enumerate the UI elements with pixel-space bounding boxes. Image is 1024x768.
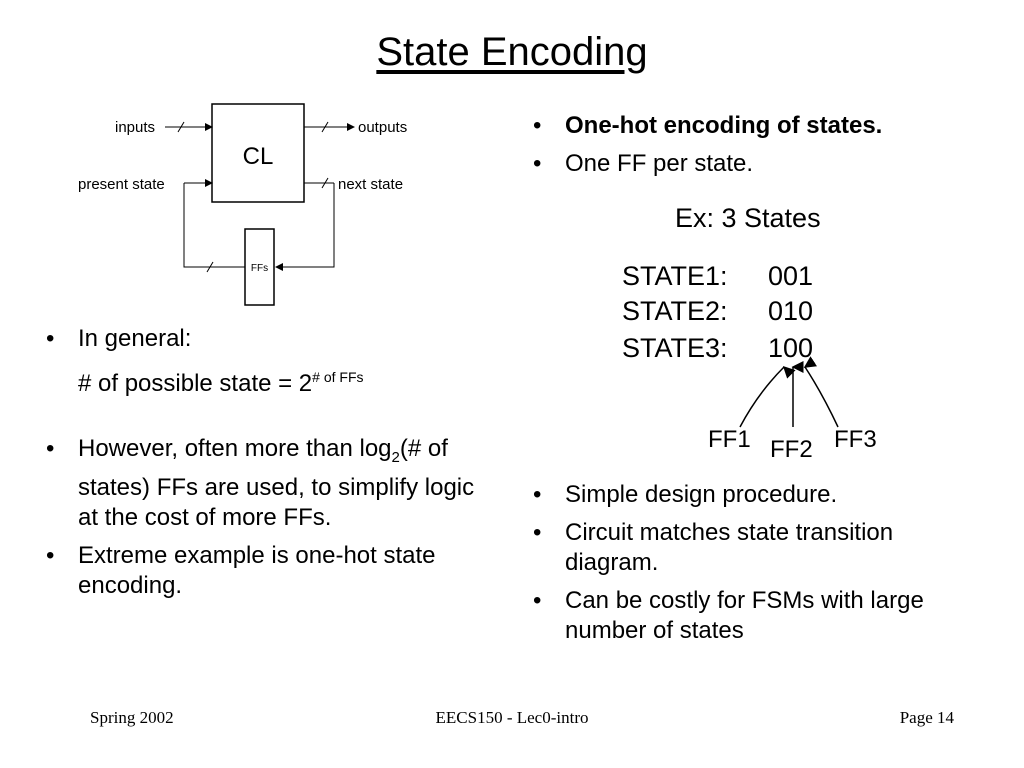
state2-code: 010 bbox=[768, 296, 813, 326]
state1-label: STATE1: bbox=[622, 261, 728, 291]
example-heading: Ex: 3 States bbox=[675, 203, 821, 233]
bullet-however: However, often more than log2(# of state… bbox=[40, 434, 480, 533]
left-bullets-general: In general: # of possible state = 2# of … bbox=[40, 324, 480, 407]
ff2-label: FF2 bbox=[770, 436, 813, 463]
right-bullets-bottom: Simple design procedure. Circuit matches… bbox=[527, 480, 987, 654]
outputs-label: outputs bbox=[358, 119, 407, 136]
left-bullets-more: However, often more than log2(# of state… bbox=[40, 434, 480, 609]
cl-block bbox=[211, 103, 305, 203]
feedback-right bbox=[275, 183, 335, 271]
right-bullets-top: One-hot encoding of states. One FF per s… bbox=[527, 111, 987, 187]
state3-code: 100 bbox=[768, 333, 813, 363]
bullet-onehot: One-hot encoding of states. bbox=[527, 111, 987, 141]
ffs-label: FFs bbox=[251, 263, 268, 274]
formula-line: # of possible state = 2# of FFs bbox=[40, 362, 480, 399]
present-state-label: present state bbox=[78, 176, 165, 193]
bullet-one-ff: One FF per state. bbox=[527, 149, 987, 179]
ff1-arrow bbox=[739, 365, 796, 428]
formula-prefix: # of possible state = 2 bbox=[78, 370, 313, 397]
footer-right: Page 14 bbox=[899, 708, 954, 727]
onehot-example: Ex: 3 States STATE1: 001 STATE2: 010 STA… bbox=[622, 203, 877, 463]
state3-label: STATE3: bbox=[622, 333, 728, 363]
state1-code: 001 bbox=[768, 261, 813, 291]
cl-label: CL bbox=[243, 143, 274, 170]
ff3-arrow bbox=[803, 356, 839, 428]
footer-center: EECS150 - Lec0-intro bbox=[435, 708, 589, 727]
formula-exponent: # of FFs bbox=[312, 369, 364, 385]
inputs-label: inputs bbox=[115, 119, 155, 136]
next-state-label: next state bbox=[338, 176, 403, 193]
bullet-extreme: Extreme example is one-hot state encodin… bbox=[40, 541, 480, 601]
ff3-label: FF3 bbox=[834, 426, 877, 453]
bullet-simple: Simple design procedure. bbox=[527, 480, 987, 510]
footer-left: Spring 2002 bbox=[90, 708, 174, 727]
feedback-left bbox=[183, 183, 245, 268]
state2-label: STATE2: bbox=[622, 296, 728, 326]
bullet-costly: Can be costly for FSMs with large number… bbox=[527, 586, 987, 646]
bullet-circuit: Circuit matches state transition diagram… bbox=[527, 518, 987, 578]
bullet-in-general: In general: bbox=[40, 324, 480, 354]
ff1-label: FF1 bbox=[708, 426, 751, 453]
state-machine-diagram: CL inputs outputs present state next sta… bbox=[78, 103, 407, 306]
ffs-block bbox=[244, 228, 275, 306]
page-title: State Encoding bbox=[376, 30, 648, 74]
